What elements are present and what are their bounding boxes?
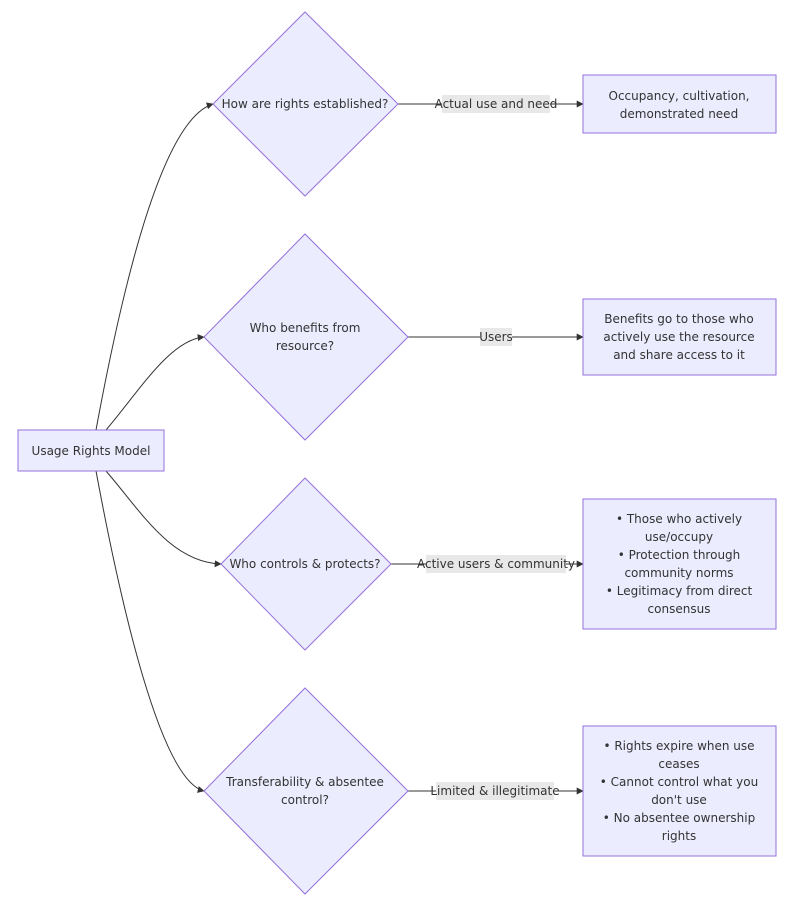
edge-label-text: Active users & community <box>417 557 575 571</box>
question-diamond-who-controls: Who controls & protects? <box>220 477 392 651</box>
answer-line: community norms <box>624 566 733 580</box>
answer-line: • Those who actively <box>616 512 742 526</box>
root-node-label: Usage Rights Model <box>32 444 151 458</box>
answer-line: Occupancy, cultivation, <box>609 89 750 103</box>
answer-line: use/occupy <box>645 530 713 544</box>
answer-line: and share access to it <box>613 348 745 362</box>
answer-line: don't use <box>651 793 707 807</box>
answer-box-rights-established: Occupancy, cultivation, demonstrated nee… <box>582 74 777 134</box>
question-diamond-rights-established: How are rights established? <box>212 11 399 197</box>
root-node: Usage Rights Model <box>17 429 165 472</box>
question-label-line: control? <box>281 793 329 807</box>
answer-line: • Legitimacy from direct <box>606 584 753 598</box>
answer-line: • Cannot control what you <box>600 775 758 789</box>
edge-label-actual-use: Actual use and need <box>435 95 558 113</box>
question-label-line: How are rights established? <box>222 97 389 111</box>
answer-box-who-controls: • Those who actively use/occupy • Protec… <box>582 498 777 630</box>
question-diamond-who-benefits: Who benefits from resource? <box>203 233 409 441</box>
edge-label-users: Users <box>479 328 513 346</box>
question-diamond-transferability: Transferability & absentee control? <box>203 687 409 895</box>
question-label-line: Who controls & protects? <box>229 557 380 571</box>
answer-box-transferability: • Rights expire when use ceases • Cannot… <box>582 725 777 857</box>
answer-line: ceases <box>658 757 699 771</box>
question-label-line: Who benefits from <box>250 321 361 335</box>
edge-label-limited: Limited & illegitimate <box>430 782 560 800</box>
answer-line: • No absentee ownership <box>603 811 755 825</box>
answer-line: Benefits go to those who <box>604 312 753 326</box>
answer-line: rights <box>662 829 696 843</box>
edge-label-text: Actual use and need <box>435 97 558 111</box>
question-label-line: Transferability & absentee <box>225 775 384 789</box>
edge-root-to-q3 <box>105 470 222 568</box>
edge-root-to-q1 <box>95 102 214 431</box>
edge-label-text: Users <box>479 330 513 344</box>
edge-label-active-users: Active users & community <box>417 555 575 573</box>
edge-label-text: Limited & illegitimate <box>430 784 559 798</box>
answer-line: • Protection through <box>618 548 741 562</box>
edge-root-to-q2 <box>105 334 205 431</box>
question-label-line: resource? <box>276 339 334 353</box>
answer-line: • Rights expire when use <box>603 739 754 753</box>
answer-line: actively use the resource <box>603 330 754 344</box>
answer-line: demonstrated need <box>620 107 738 121</box>
answer-line: consensus <box>648 602 711 616</box>
edge-root-to-q4 <box>95 470 205 793</box>
answer-box-who-benefits: Benefits go to those who actively use th… <box>582 298 777 376</box>
